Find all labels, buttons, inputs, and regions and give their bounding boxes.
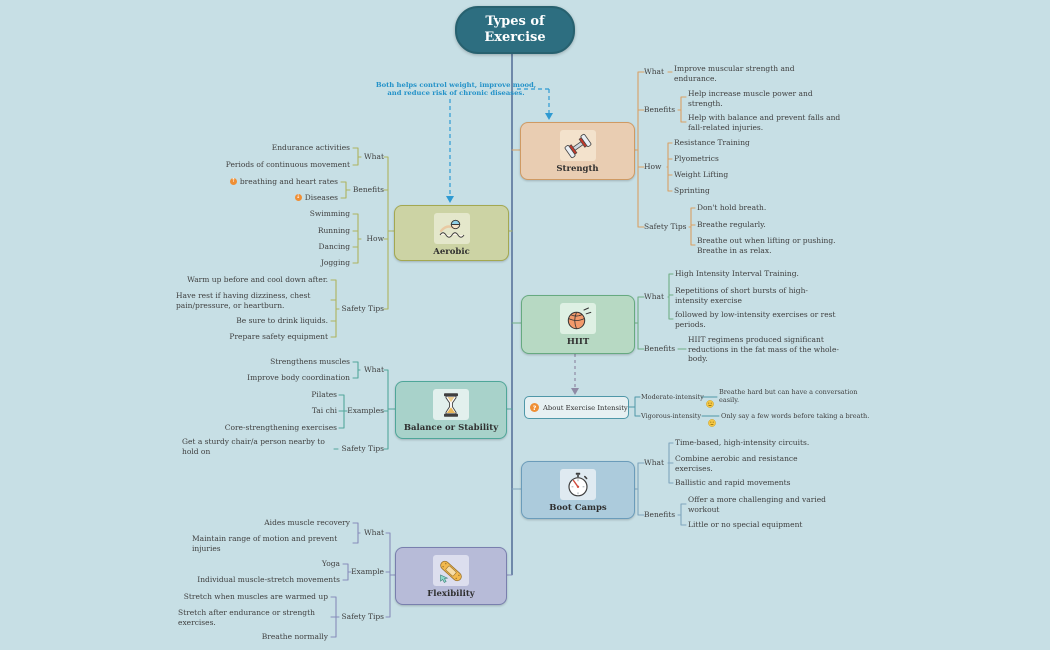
mindmap-leaf[interactable]: ↑ breathing and heart rates — [229, 177, 338, 187]
root-topic-label: Types of Exercise — [484, 14, 546, 45]
mindmap-leaf[interactable]: Breathe out when lifting or pushing. Bre… — [697, 236, 836, 255]
dumbbell-icon — [559, 130, 596, 161]
topic-label: Aerobic — [433, 247, 470, 257]
mindmap-leaf[interactable]: Yoga — [321, 559, 340, 568]
topic-label: Boot Camps — [549, 503, 607, 513]
branch-label-what[interactable]: What — [363, 528, 384, 537]
mindmap-leaf[interactable]: Ballistic and rapid movements — [675, 478, 791, 487]
arrow-up-icon: ↑ — [229, 178, 237, 186]
about-label: About Exercise Intensity — [543, 403, 628, 412]
mindmap-leaf[interactable]: Sprinting — [674, 186, 710, 195]
arrow-down-icon: ↓ — [294, 194, 302, 202]
mindmap-leaf[interactable]: Dancing — [318, 242, 350, 251]
mindmap-leaf[interactable]: Get a sturdy chair/a person nearby to ho… — [182, 437, 325, 456]
topic-node-balance[interactable]: Balance or Stability — [395, 381, 507, 439]
leaf-text: Diseases — [304, 193, 338, 202]
mindmap-leaf[interactable]: followed by low-intensity exercises or r… — [675, 310, 836, 329]
mindmap-leaf[interactable]: Stretch after endurance or strength exer… — [178, 608, 315, 627]
mindmap-leaf[interactable]: Running — [317, 226, 350, 235]
mindmap-leaf[interactable]: Endurance activities — [271, 143, 350, 152]
branch-label-benefits[interactable]: Benefits — [352, 185, 384, 194]
mindmap-leaf[interactable]: Strengthens muscles — [270, 357, 350, 366]
branch-label-example[interactable]: Example — [351, 567, 384, 576]
neutral-face-icon — [708, 412, 716, 431]
mindmap-leaf[interactable]: Tai chi — [311, 406, 337, 415]
mindmap-leaf[interactable]: High Intensity Interval Training. — [675, 269, 799, 278]
branch-label-what[interactable]: What — [644, 458, 665, 467]
question-icon: ? — [530, 403, 539, 412]
mindmap-leaf[interactable]: Combine aerobic and resistance exercises… — [675, 454, 798, 473]
branch-label-safety-tips[interactable]: Safety Tips — [341, 444, 384, 453]
branch-label-benefits[interactable]: Benefits — [644, 105, 676, 114]
mindmap-leaf[interactable]: Individual muscle-stretch movements — [197, 575, 340, 584]
topic-node-hiit[interactable]: HIIT — [521, 295, 635, 354]
mindmap-leaf[interactable]: Prepare safety equipment — [229, 332, 328, 341]
mindmap-leaf[interactable]: Breathe regularly. — [697, 220, 766, 229]
mindmap-leaf[interactable]: Have rest if having dizziness, chest pai… — [176, 291, 311, 310]
branch-label-what[interactable]: What — [363, 152, 384, 161]
bandage-icon — [433, 555, 469, 586]
stopwatch-icon — [560, 469, 596, 500]
mindmap-leaf[interactable]: Pilates — [311, 390, 337, 399]
smiley-face-icon — [706, 393, 714, 412]
swimmer-icon — [433, 213, 470, 244]
mindmap-leaf[interactable]: HIIT regimens produced significant reduc… — [688, 335, 839, 363]
mindmap-leaf[interactable]: Help increase muscle power and strength. — [688, 89, 813, 108]
topic-node-flexibility[interactable]: Flexibility — [395, 547, 507, 605]
branch-label-safety-tips[interactable]: Safety Tips — [341, 612, 384, 621]
mindmap-leaf[interactable]: Repetitions of short bursts of high-inte… — [675, 286, 808, 305]
branch-label-benefits[interactable]: Benefits — [644, 510, 676, 519]
mindmap-leaf[interactable]: Periods of continuous movement — [225, 160, 350, 169]
mindmap-leaf[interactable]: Plyometrics — [674, 154, 719, 163]
topic-label: Flexibility — [427, 589, 475, 599]
mindmap-leaf[interactable]: Be sure to drink liquids. — [236, 316, 328, 325]
mindmap-leaf[interactable]: Aides muscle recovery — [264, 518, 350, 527]
basketball-icon — [560, 303, 596, 334]
mindmap-leaf[interactable]: Breathe normally — [261, 632, 328, 641]
branch-label-what[interactable]: What — [644, 292, 665, 301]
mindmap-leaf[interactable]: Offer a more challenging and varied work… — [688, 495, 826, 514]
leaf-text: breathing and heart rates — [239, 177, 338, 186]
branch-label-examples[interactable]: Examples — [347, 406, 384, 415]
mindmap-leaf[interactable]: Stretch when muscles are warmed up — [183, 592, 328, 601]
about-exercise-intensity-node[interactable]: ? About Exercise Intensity — [524, 396, 629, 419]
mindmap-leaf[interactable]: Don't hold breath. — [697, 203, 767, 212]
branch-label-safety-tips[interactable]: Safety Tips — [341, 304, 384, 313]
mindmap-leaf[interactable]: Time-based, high-intensity circuits. — [675, 438, 810, 447]
intensity-item-label[interactable]: Vigorous-intensity — [641, 412, 702, 420]
mindmap-leaf[interactable]: Swimming — [309, 209, 350, 218]
mindmap-leaf[interactable]: Help with balance and prevent falls and … — [688, 113, 841, 132]
mindmap-leaf[interactable]: Warm up before and cool down after. — [187, 275, 328, 284]
mindmap-leaf[interactable]: Resistance Training — [674, 138, 750, 147]
mindmap-leaf[interactable]: Core-strengthening exercises — [224, 423, 337, 432]
mindmap-leaf[interactable]: Improve muscular strength and endurance. — [674, 64, 795, 83]
note-text[interactable]: Both helps control weight, improve mood,… — [375, 81, 537, 97]
root-topic-node[interactable]: Types of Exercise — [455, 6, 575, 54]
mindmap-leaf[interactable]: Maintain range of motion and prevent inj… — [192, 534, 338, 553]
mindmap-leaf[interactable]: Weight Lifting — [674, 170, 729, 179]
mindmap-leaf[interactable]: ↓ Diseases — [294, 193, 338, 203]
mindmap-leaf[interactable]: Improve body coordination — [247, 373, 350, 382]
branch-label-how[interactable]: How — [644, 162, 662, 171]
mindmap-leaf[interactable]: Breathe hard but can have a conversation… — [719, 388, 858, 404]
topic-node-boot-camps[interactable]: Boot Camps — [521, 461, 635, 519]
branch-label-what[interactable]: What — [644, 67, 665, 76]
hourglass-icon — [433, 389, 469, 420]
branch-label-benefits[interactable]: Benefits — [644, 344, 676, 353]
mindmap-leaf[interactable]: Jogging — [320, 258, 350, 267]
mindmap-leaf[interactable]: Little or no special equipment — [688, 520, 803, 529]
branch-label-safety-tips[interactable]: Safety Tips — [644, 222, 687, 231]
topic-label: HIIT — [566, 337, 590, 347]
topic-label: Balance or Stability — [403, 423, 499, 433]
topic-node-strength[interactable]: Strength — [520, 122, 635, 180]
topic-node-aerobic[interactable]: Aerobic — [394, 205, 509, 261]
branch-label-how[interactable]: How — [366, 234, 384, 243]
mindmap-leaf[interactable]: Only say a few words before taking a bre… — [721, 412, 870, 420]
intensity-item-label[interactable]: Moderate-intensity — [641, 393, 704, 401]
branch-label-what[interactable]: What — [363, 365, 384, 374]
topic-label: Strength — [556, 164, 599, 174]
